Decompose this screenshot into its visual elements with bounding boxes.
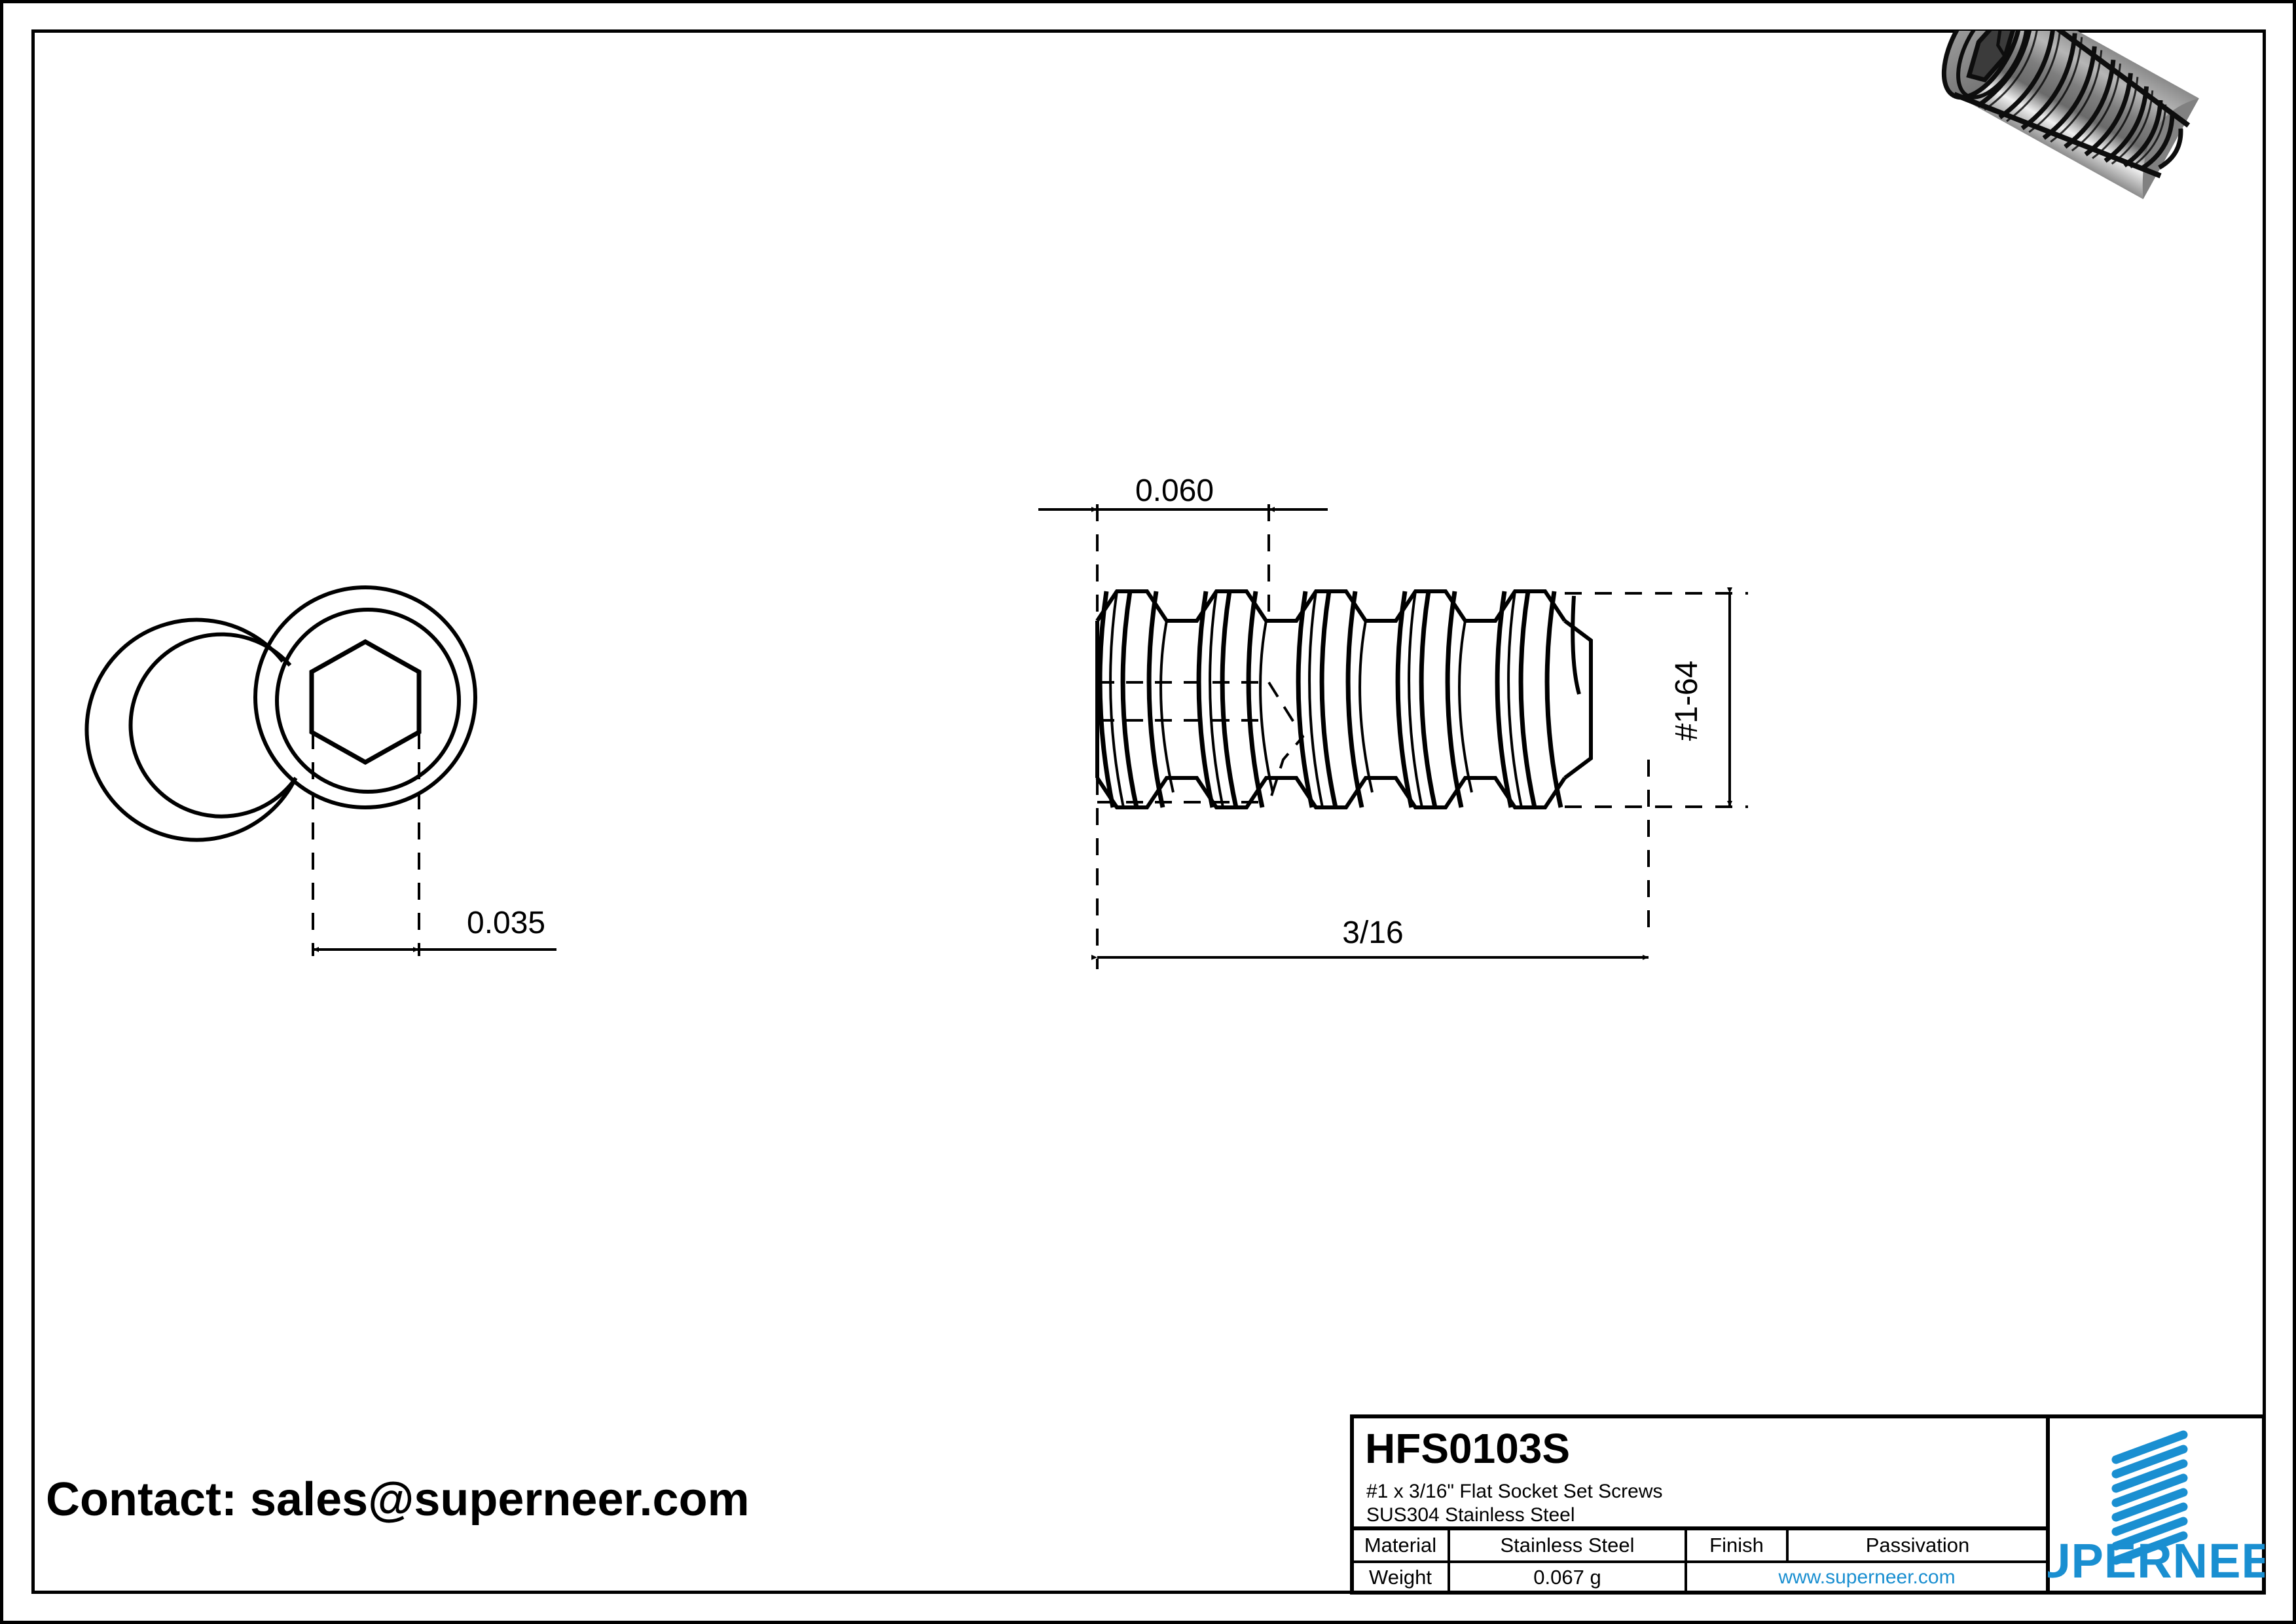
drawing-frame-border	[31, 29, 2266, 1594]
side-view-hidden-socket-lines	[1097, 681, 1305, 805]
side-view-screw-body	[1095, 589, 1593, 809]
description-line-2: SUS304 Stainless Steel	[1366, 1504, 1575, 1526]
dimension-3-16-group	[1091, 778, 1649, 969]
superneer-wordmark: SUPERNEER	[2048, 1533, 2265, 1588]
iso-render-set-screw	[1941, 31, 2199, 200]
superneer-logo-mark	[2111, 1430, 2188, 1565]
dimension-label-1-64: #1-64	[1669, 661, 1704, 741]
contact-line: Contact: sales@superneer.com	[46, 1473, 750, 1526]
weight-value: 0.067 g	[1533, 1565, 1601, 1589]
weight-label: Weight	[1369, 1565, 1432, 1589]
material-value: Stainless Steel	[1500, 1533, 1635, 1557]
material-label: Material	[1364, 1533, 1437, 1557]
dimension-label-0035: 0.035	[467, 906, 545, 940]
front-view-dimension-group	[312, 732, 556, 956]
dimension-0060-group	[1038, 504, 1328, 623]
front-end-view	[84, 585, 477, 842]
part-number: HFS0103S	[1365, 1425, 1571, 1472]
dimension-label-0060: 0.060	[1135, 473, 1214, 508]
description-line-1: #1 x 3/16" Flat Socket Set Screws	[1366, 1481, 1663, 1502]
title-block-frame	[1350, 1414, 2266, 1595]
finish-value: Passivation	[1865, 1533, 1970, 1557]
website-url[interactable]: www.superneer.com	[1778, 1566, 1956, 1588]
dimension-label-3-16: 3/16	[1342, 915, 1403, 950]
dimension-1-64-group	[1565, 587, 1748, 930]
finish-label: Finish	[1709, 1533, 1764, 1557]
